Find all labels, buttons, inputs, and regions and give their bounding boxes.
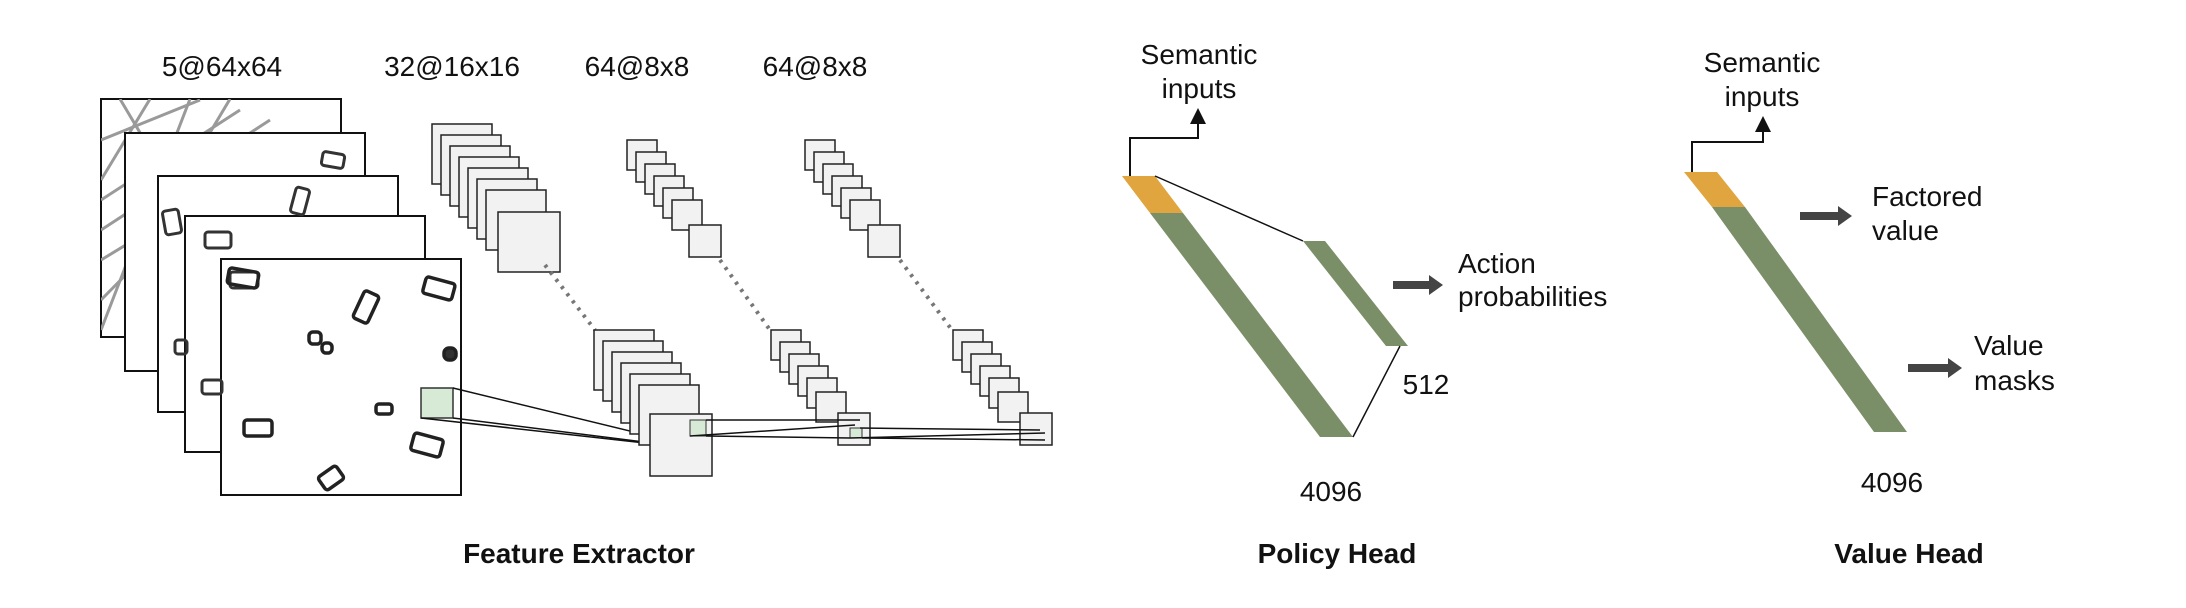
value-semantic-input-block <box>1684 172 1745 207</box>
value-semantic-arrow <box>1691 116 1771 172</box>
policy-semantic-input-block <box>1122 176 1183 213</box>
policy-output-label-1: Action <box>1458 248 1536 279</box>
conv1-patch <box>689 419 707 437</box>
policy-connector-top <box>1154 175 1304 242</box>
policy-head: Semantic inputs 4096 512 Action probabil… <box>1122 39 1607 569</box>
conv3-stack-bottom <box>952 329 1053 446</box>
input-map-stack <box>100 98 462 496</box>
value-output1-label-2: value <box>1872 215 1939 246</box>
value-output1-label-1: Factored <box>1872 181 1983 212</box>
policy-trunk-4096 <box>1150 213 1353 437</box>
layer-label-conv2: 64@8x8 <box>585 51 690 82</box>
policy-hidden-512 <box>1303 241 1408 346</box>
conv2-stack-bottom <box>770 329 871 446</box>
value-trunk-4096 <box>1712 207 1907 432</box>
front-map-vehicles <box>225 266 458 492</box>
value-semantic-label-2: inputs <box>1725 81 1800 112</box>
value-output2-label-1: Value <box>1974 330 2044 361</box>
layer-label-conv3: 64@8x8 <box>763 51 868 82</box>
conv2-patch <box>849 427 863 439</box>
conv1-stack-bottom <box>593 329 713 477</box>
value-output-arrow-2 <box>1908 358 1962 378</box>
policy-output-label-2: probabilities <box>1458 281 1607 312</box>
policy-semantic-label-1: Semantic <box>1141 39 1258 70</box>
dots-conv2 <box>718 258 772 332</box>
vehicle-markers <box>161 150 347 396</box>
policy-semantic-arrow <box>1129 108 1206 176</box>
policy-hidden-size: 512 <box>1403 369 1450 400</box>
feature-extractor: 5@64x64 32@16x16 64@8x8 64@8x8 <box>100 51 1053 569</box>
conv1-stack-top <box>431 123 561 273</box>
policy-semantic-label-2: inputs <box>1162 73 1237 104</box>
layer-label-conv1: 32@16x16 <box>384 51 520 82</box>
policy-connector-bottom <box>1352 345 1401 438</box>
value-output-arrow-1 <box>1800 206 1852 226</box>
value-head-title: Value Head <box>1834 538 1983 569</box>
projection-lines-3 <box>849 427 1046 441</box>
value-semantic-label-1: Semantic <box>1704 47 1821 78</box>
policy-output-arrow <box>1393 275 1443 295</box>
receptive-field-patch <box>420 387 454 419</box>
layer-label-input: 5@64x64 <box>162 51 282 82</box>
value-trunk-size: 4096 <box>1861 467 1923 498</box>
value-head: Semantic inputs 4096 Factored value Valu… <box>1684 47 2055 569</box>
value-output2-label-2: masks <box>1974 365 2055 396</box>
policy-trunk-size: 4096 <box>1300 476 1362 507</box>
conv3-stack-top <box>804 139 901 258</box>
feature-extractor-title: Feature Extractor <box>463 538 695 569</box>
conv2-stack-top <box>626 139 722 258</box>
projection-lines-2 <box>689 419 860 439</box>
dots-conv1 <box>543 263 597 332</box>
dots-conv3 <box>898 258 954 332</box>
policy-head-title: Policy Head <box>1258 538 1417 569</box>
